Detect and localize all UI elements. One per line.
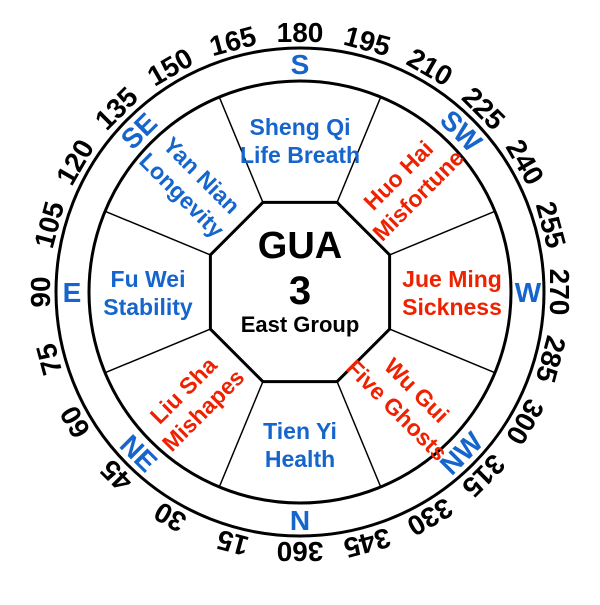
sector-name: Sheng Qi: [250, 114, 351, 140]
sector-dividers: [104, 96, 496, 488]
center-text: GUA 3 East Group: [241, 225, 360, 337]
sector-meaning: Stability: [103, 294, 193, 320]
sector-name: Jue Ming: [402, 266, 502, 292]
sector-meaning: Sickness: [402, 294, 502, 320]
center-octagon: [208, 200, 392, 384]
degree-label-360: 360: [277, 536, 324, 567]
degree-label-270: 270: [544, 269, 575, 316]
cardinal-label-N: N: [290, 505, 310, 536]
gua-group: East Group: [241, 312, 360, 337]
sector-meaning: Health: [265, 446, 335, 472]
gua-title: GUA: [258, 225, 342, 267]
sector-divider-line: [218, 381, 264, 488]
gua-number: 3: [289, 269, 311, 313]
cardinal-label-E: E: [63, 277, 82, 308]
cardinal-label-S: S: [291, 49, 310, 80]
degree-label-180: 180: [277, 17, 324, 48]
sector-name: Tien Yi: [263, 418, 337, 444]
sector-divider-line: [389, 210, 496, 256]
sector-divider-line: [336, 96, 382, 203]
cardinal-label-W: W: [515, 277, 542, 308]
sector-divider-line: [336, 381, 382, 488]
degree-label-90: 90: [25, 276, 56, 307]
sector-meaning: Life Breath: [240, 142, 360, 168]
sector-divider-line: [104, 210, 211, 256]
sector-divider-line: [389, 328, 496, 374]
sector-divider-line: [104, 328, 211, 374]
sector-divider-line: [218, 96, 264, 203]
sector-name: Fu Wei: [111, 266, 186, 292]
